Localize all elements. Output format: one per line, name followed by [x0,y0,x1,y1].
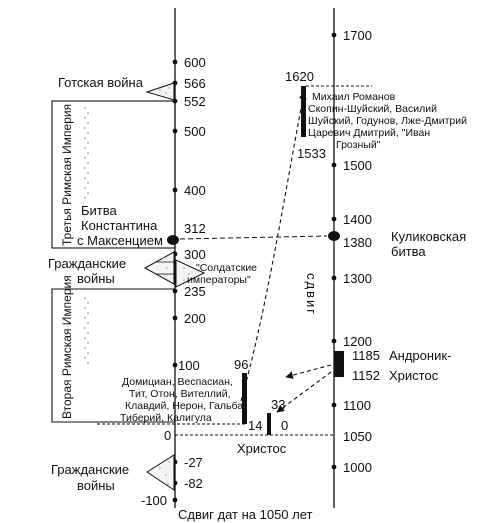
civil-wars-2-line-1: Гражданские [51,462,129,477]
civil-wars-2-marker [146,454,175,491]
second-empire-hatch [84,297,89,364]
left-tick-312: 312 [184,221,206,236]
third-roman-empire-label: Третья Римская Империя [60,104,74,246]
third-empire-hatch [84,107,89,199]
left-tick-m82: -82 [184,476,203,491]
left-tick-400: 400 [184,183,206,198]
right-tick-1400: 1400 [343,212,372,227]
right-tick-1620: 1620 [285,69,314,84]
left-tick-200: 200 [184,311,206,326]
rulers-left-bar [242,373,247,424]
right-axis-dots [331,32,337,470]
right-tick-1152: 1152 [352,368,380,383]
rulers-right-line-5: Грозный" [336,139,381,151]
battle-constantine-line-1: Битва [81,203,118,218]
christ-label: Христос [237,441,287,456]
rulers-right-line-2: Скопин-Шуйский, Василий [308,103,437,115]
left-tick-566: 566 [184,76,206,91]
christ-bar [267,413,271,435]
andronikos-line-1: Андроник- [389,348,451,363]
left-tick-0: 0 [164,428,171,443]
left-tick-300: 300 [184,247,206,262]
right-tick-1380: 1380 [343,235,372,250]
soldier-emperors-line-1: "Солдатские [196,262,257,274]
right-tick-1200: 1200 [343,334,372,349]
third-roman-empire-block: Третья Римская Империя [51,100,176,249]
battle-constantine-line-2: Константина [81,218,158,233]
right-tick-1300: 1300 [343,271,372,286]
shift-arrow-rulers [240,91,307,402]
shift-label: сдвиг [304,273,319,316]
kulikovo-battle-dot [328,231,340,241]
gothic-war-label: Готская война [58,75,144,90]
shift-arrow-andronikos-1 [285,364,332,379]
caption: Сдвиг дат на 1050 лет [178,507,313,522]
right-tick-1700: 1700 [343,28,372,43]
second-roman-empire-label: Вторая Римская Империя [60,275,74,419]
second-roman-empire-block: Вторая Римская Империя [51,275,175,423]
left-tick-235: 235 [184,284,206,299]
battle-constantine-line-3: с Максенцием [77,233,163,248]
mark-96: 96 [234,357,248,372]
kulikovo-line-2: битва [391,244,426,259]
kulikovo-line-1: Куликовская [391,229,466,244]
left-tick-m100: -100 [141,493,167,508]
left-tick-500: 500 [184,124,206,139]
rulers-right-line-3: Шуйский, Годунов, Лже-Дмитрий [308,115,467,127]
right-tick-1000: 1000 [343,460,372,475]
constantine-battle-dot [167,235,179,245]
left-tick-552: 552 [184,94,206,109]
civil-wars-1-marker [143,251,175,285]
civil-wars-1-line-2: войны [77,271,115,286]
battle-link-dashed [179,235,328,240]
rulers-left-line-1: Домициан, Веспасиан, [122,376,233,388]
rulers-right-bar [301,86,306,137]
right-tick-1050: 1050 [343,429,372,444]
right-tick-1185: 1185 [352,348,380,363]
right-tick-1500: 1500 [343,158,372,173]
rulers-right-line-1: Михаил Романов [312,91,396,103]
civil-wars-1-line-1: Гражданские [48,256,126,271]
rulers-left-line-4: Тиберий, Калигула [120,412,212,424]
civil-wars-2-line-2: войны [77,478,115,493]
andronikos-line-2: Христос [389,368,439,383]
left-tick-100: 100 [178,358,200,373]
rulers-right-line-4: Царевич Дмитрий, "Иван [308,127,430,139]
right-tick-1100: 1100 [343,398,371,413]
rulers-left-line-2: Тит, Отон, Вителлий, [129,388,231,400]
shift-arrow-andronikos-2 [276,371,332,413]
mark-14: 14 [248,418,262,433]
mark-33: 33 [271,397,285,412]
left-tick-600: 600 [184,55,206,70]
soldier-emperors-marker [175,259,206,288]
gothic-war-marker [145,82,175,101]
left-tick-m27: -27 [184,455,203,470]
mark-0: 0 [281,418,288,433]
andronikos-bar [334,351,344,377]
rulers-left-line-3: Клавдий, Нерон, Гальба, [125,400,246,412]
right-tick-1533: 1533 [297,146,326,161]
soldier-emperors-line-2: императоры" [187,274,251,286]
